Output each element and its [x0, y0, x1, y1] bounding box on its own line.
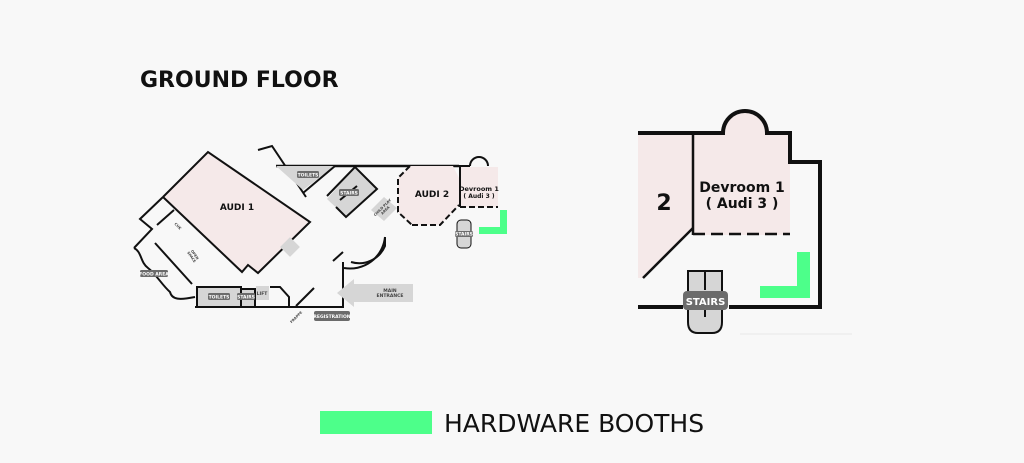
toilets-bottom-label: TOILETS: [209, 295, 230, 301]
audi2-partial-label: 2: [656, 191, 671, 216]
detail-walls: [638, 109, 822, 309]
cuk-label: CUK: [173, 222, 182, 231]
entrance-arc: [343, 236, 386, 270]
toilets-bottom-tag: [208, 293, 230, 300]
ground-floor-map: AUDI 1 TOILETS STAIRS CHILD PLAY AREA: [133, 144, 507, 324]
food-area-tag[interactable]: [140, 270, 168, 277]
wall: [332, 251, 344, 262]
child-play-area[interactable]: [371, 197, 397, 221]
food-area-label: FOOD AREA: [139, 272, 169, 278]
devroom-room[interactable]: [460, 167, 498, 207]
registration-label: REGISTRATION: [313, 314, 350, 320]
hardware-booth-detail[interactable]: [760, 252, 810, 298]
stairs-right-tag: [455, 231, 473, 237]
main-entrance-label-1: MAIN: [383, 288, 397, 294]
open-space-label-1: OPEN: [190, 249, 200, 260]
stairs-mid-wall: [326, 165, 379, 219]
entrance-arc-inner: [350, 237, 386, 265]
devroom-label-1: Devroom 1: [459, 185, 499, 193]
wall: [302, 165, 336, 194]
main-entrance-label-2: ENTRANCE: [377, 293, 404, 299]
devroom-bump-fill: [723, 111, 767, 133]
audi2-label: AUDI 2: [415, 190, 449, 200]
legend-label: HARDWARE BOOTHS: [444, 409, 704, 438]
page-title: GROUND FLOOR: [140, 68, 339, 93]
hardware-booth[interactable]: [479, 210, 507, 234]
west-wall: [133, 196, 164, 249]
devroom-bump: [469, 156, 489, 167]
main-entrance-arrow[interactable]: [337, 279, 413, 307]
audi1-wall: [162, 150, 312, 275]
wall: [154, 242, 193, 285]
devroom-label-2: ( Audi 3 ): [463, 193, 494, 200]
audi2-room[interactable]: [398, 166, 459, 225]
stairs-bottom-tag: [237, 293, 255, 300]
devroom-detail-label-1: Devroom 1: [699, 180, 785, 196]
toilets-top-tag: [297, 171, 319, 178]
west-curve: [133, 247, 196, 300]
wall: [642, 227, 694, 279]
stairs-right-label: STAIRS: [455, 232, 473, 238]
open-space-label-2: SPACE: [186, 251, 197, 264]
stairs-bottom-label: STAIRS: [237, 295, 255, 301]
lift-label: LIFT: [257, 291, 269, 297]
stairs-detail-tag: [683, 291, 728, 310]
toilets-top-label: TOILETS: [298, 173, 319, 179]
wall: [270, 286, 290, 307]
devroom-detail-room[interactable]: [693, 133, 790, 235]
child-play-label-2: AREA: [380, 205, 390, 215]
stairs-mid-label: STAIRS: [340, 191, 358, 197]
frappe-label: FRAPPE: [289, 310, 303, 324]
legend-swatch: [320, 411, 432, 434]
lift[interactable]: [256, 286, 269, 300]
audi1-pillar: [280, 237, 300, 257]
stairs-mid-tag: [339, 189, 359, 196]
registration-tag[interactable]: [314, 311, 350, 321]
devroom-detail-map: 2 Devroom 1 ( Audi 3 ) STAIRS: [638, 109, 852, 335]
wall: [295, 287, 315, 307]
audi1-label: AUDI 1: [220, 203, 254, 213]
audi1-room[interactable]: [163, 152, 310, 273]
audi2-wall: [412, 204, 460, 226]
stairs-detail-label: STAIRS: [686, 297, 726, 308]
devroom-detail-label-2: ( Audi 3 ): [706, 196, 779, 212]
wall: [156, 209, 175, 226]
